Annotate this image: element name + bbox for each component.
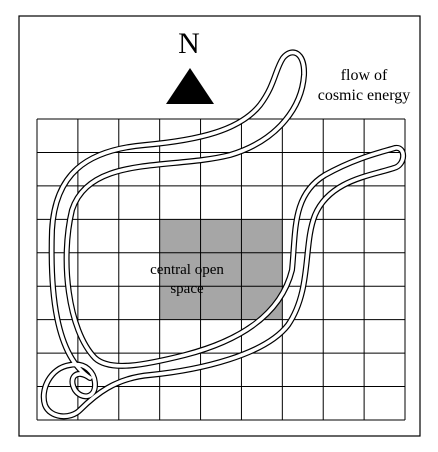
flow-annotation-line-1: flow of (341, 67, 388, 84)
central-open-space-label-line-1: central open (150, 262, 224, 278)
cosmic-energy-flow-path (40, 49, 407, 420)
flow-annotation-line-2: cosmic energy (318, 87, 411, 104)
north-label: N (178, 27, 200, 60)
north-arrow-icon (166, 68, 214, 104)
site-grid (36, 118, 406, 421)
central-open-space-label-line-2: space (170, 281, 204, 297)
central-open-space (159, 219, 283, 320)
